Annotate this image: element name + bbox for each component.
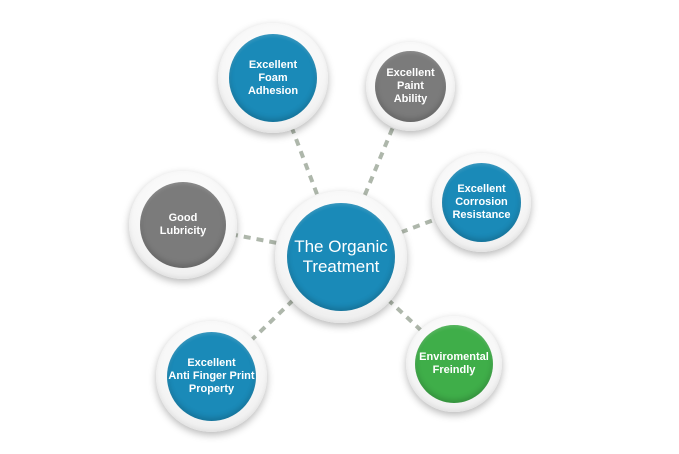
node-environmental-friendly-core: Enviromental Freindly [415,325,493,403]
center-node-core: The Organic Treatment [287,203,395,311]
node-foam-adhesion: Excellent Foam Adhesion [218,23,328,133]
node-anti-finger-print-label: Excellent Anti Finger Print Property [168,357,255,395]
node-environmental-friendly-label: Enviromental Freindly [419,351,489,376]
node-environmental-friendly: Enviromental Freindly [406,316,502,412]
node-good-lubricity-label: Good Lubricity [159,212,207,237]
node-corrosion-resistance-core: Excellent Corrosion Resistance [442,163,521,242]
node-paint-ability: Excellent Paint Ability [366,42,455,131]
node-good-lubricity: Good Lubricity [129,171,237,279]
node-foam-adhesion-label: Excellent Foam Adhesion [247,58,299,97]
center-node: The Organic Treatment [275,191,407,323]
node-good-lubricity-core: Good Lubricity [140,182,226,268]
node-corrosion-resistance-label: Excellent Corrosion Resistance [452,183,511,221]
node-paint-ability-core: Excellent Paint Ability [375,51,446,122]
node-anti-finger-print-core: Excellent Anti Finger Print Property [167,332,256,421]
node-anti-finger-print: Excellent Anti Finger Print Property [156,321,267,432]
node-corrosion-resistance: Excellent Corrosion Resistance [432,153,531,252]
node-paint-ability-label: Excellent Paint Ability [386,67,435,105]
node-foam-adhesion-core: Excellent Foam Adhesion [229,34,317,122]
center-node-label: The Organic Treatment [294,237,388,276]
